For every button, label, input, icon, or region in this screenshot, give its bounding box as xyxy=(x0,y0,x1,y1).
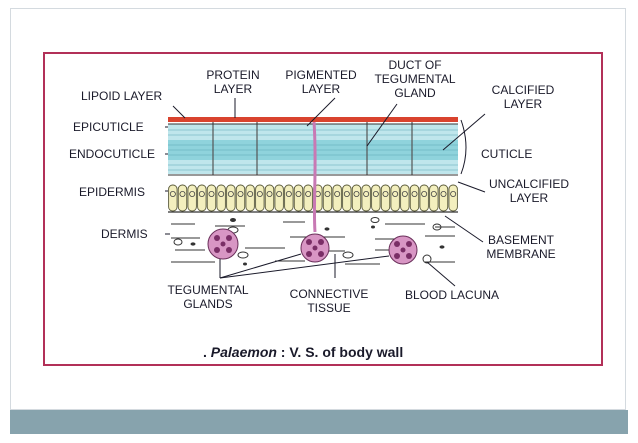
epidermal-cell-nucleus xyxy=(324,190,331,197)
epidermis-layer xyxy=(168,184,458,212)
epidermal-cell-nucleus xyxy=(179,190,186,197)
epidermal-cell xyxy=(371,184,381,212)
label-epidermis: EPIDERMIS xyxy=(79,185,145,199)
tegumental-gland-1 xyxy=(207,228,239,260)
label-lipoid-layer: LIPOID LAYER xyxy=(81,89,162,103)
epidermal-cell xyxy=(351,184,362,212)
leader-lines xyxy=(165,97,486,287)
epidermal-cell xyxy=(448,184,458,212)
epidermal-cell-nucleus xyxy=(411,190,418,197)
epidermal-cell xyxy=(168,184,178,212)
label-dermis: DERMIS xyxy=(101,227,148,241)
epidermal-cell xyxy=(177,184,188,212)
label-epicuticle: EPICUTICLE xyxy=(73,120,144,134)
epidermal-cell-nucleus xyxy=(421,190,428,197)
epidermal-cell xyxy=(187,184,197,212)
epidermal-cell-nucleus xyxy=(353,190,360,197)
epidermal-cell xyxy=(245,184,255,212)
label-blood-lacuna: BLOOD LACUNA xyxy=(405,288,499,302)
label-duct-1: DUCT OF xyxy=(388,58,441,72)
epidermal-cell-nucleus xyxy=(382,190,389,197)
label-cuticle: CUTICLE xyxy=(481,147,532,161)
label-protein-layer-2: LAYER xyxy=(214,82,253,96)
epidermal-cell-nucleus xyxy=(343,190,350,197)
label-calcified-layer-2: LAYER xyxy=(504,97,543,111)
epidermal-cell xyxy=(264,184,275,212)
label-protein-layer-1: PROTEIN xyxy=(206,68,259,82)
epidermal-cell-nucleus xyxy=(295,190,302,197)
label-duct-2: TEGUMENTAL xyxy=(374,72,455,86)
epidermal-cell-nucleus xyxy=(189,190,196,197)
epidermal-cell-nucleus xyxy=(334,190,341,197)
epidermal-cell xyxy=(255,184,265,212)
body-wall-diagram: LIPOID LAYER PROTEIN LAYER PIGMENTED LAY… xyxy=(69,58,569,360)
slide-bottom-bar xyxy=(10,410,628,434)
epidermal-cell xyxy=(274,184,284,212)
label-endocuticle: ENDOCUTICLE xyxy=(69,147,155,161)
epidermal-cell xyxy=(400,184,410,212)
epidermal-cell xyxy=(206,184,217,212)
epidermal-cell xyxy=(361,184,371,212)
label-uncalcified-layer-1: UNCALCIFIED xyxy=(489,177,569,191)
epidermal-cell xyxy=(409,184,420,212)
epidermal-cell-nucleus xyxy=(198,190,205,197)
epidermal-cell xyxy=(438,184,449,212)
epidermal-cell xyxy=(197,184,207,212)
epidermal-cell xyxy=(419,184,429,212)
epidermal-cell xyxy=(303,184,313,212)
label-duct-3: GLAND xyxy=(394,86,436,100)
figure-frame: LIPOID LAYER PROTEIN LAYER PIGMENTED LAY… xyxy=(43,52,603,366)
epidermal-cell xyxy=(226,184,236,212)
epidermal-cell-nucleus xyxy=(440,190,447,197)
epidermal-cell-nucleus xyxy=(256,190,263,197)
label-calcified-layer-1: CALCIFIED xyxy=(492,83,555,97)
tegumental-gland-3 xyxy=(388,235,418,265)
epidermal-cell xyxy=(322,184,333,212)
epidermal-cell-nucleus xyxy=(305,190,312,197)
epidermal-cell-nucleus xyxy=(237,190,244,197)
epidermal-cell xyxy=(380,184,391,212)
label-tegumental-glands-1: TEGUMENTAL xyxy=(167,283,248,297)
epidermal-cell-nucleus xyxy=(450,190,457,197)
epidermal-cell xyxy=(390,184,400,212)
epidermal-cell-nucleus xyxy=(266,190,273,197)
dermis-lacunae xyxy=(173,217,442,259)
label-basement-membrane-1: BASEMENT xyxy=(488,233,555,247)
epidermal-cell-nucleus xyxy=(169,190,176,197)
epidermal-cell-nucleus xyxy=(276,190,283,197)
epidermal-cell xyxy=(235,184,246,212)
label-tegumental-glands-2: GLANDS xyxy=(183,297,232,311)
figure-caption: . Palaemon : V. S. of body wall xyxy=(203,344,403,360)
label-connective-tissue-1: CONNECTIVE xyxy=(290,287,369,301)
caption-prefix: . xyxy=(203,344,211,360)
epidermal-cell xyxy=(216,184,226,212)
epidermal-cell xyxy=(284,184,294,212)
epidermal-cell xyxy=(293,184,304,212)
epidermal-cell-nucleus xyxy=(227,190,234,197)
epidermal-cell-nucleus xyxy=(247,190,254,197)
blood-lacuna-mark xyxy=(422,254,432,264)
epidermal-cell-nucleus xyxy=(372,190,379,197)
tegumental-gland-2 xyxy=(300,233,330,263)
epidermal-cell-nucleus xyxy=(285,190,292,197)
label-connective-tissue-2: TISSUE xyxy=(307,301,350,315)
label-pigmented-layer-1: PIGMENTED xyxy=(285,68,357,82)
epidermal-cell xyxy=(332,184,342,212)
label-basement-membrane-2: MEMBRANE xyxy=(486,247,555,261)
epidermal-cell xyxy=(429,184,439,212)
epidermal-cell-nucleus xyxy=(218,190,225,197)
epidermal-cell-nucleus xyxy=(208,190,215,197)
caption-genus: Palaemon xyxy=(211,344,277,360)
epidermal-cell xyxy=(342,184,352,212)
caption-rest: : V. S. of body wall xyxy=(277,344,403,360)
label-uncalcified-layer-2: LAYER xyxy=(510,191,549,205)
tegumental-gland-duct xyxy=(312,121,317,233)
epidermal-cell-nucleus xyxy=(430,190,437,197)
epidermal-cell-nucleus xyxy=(363,190,370,197)
epidermal-cell-nucleus xyxy=(392,190,399,197)
label-pigmented-layer-2: LAYER xyxy=(302,82,341,96)
epidermal-cell-nucleus xyxy=(401,190,408,197)
